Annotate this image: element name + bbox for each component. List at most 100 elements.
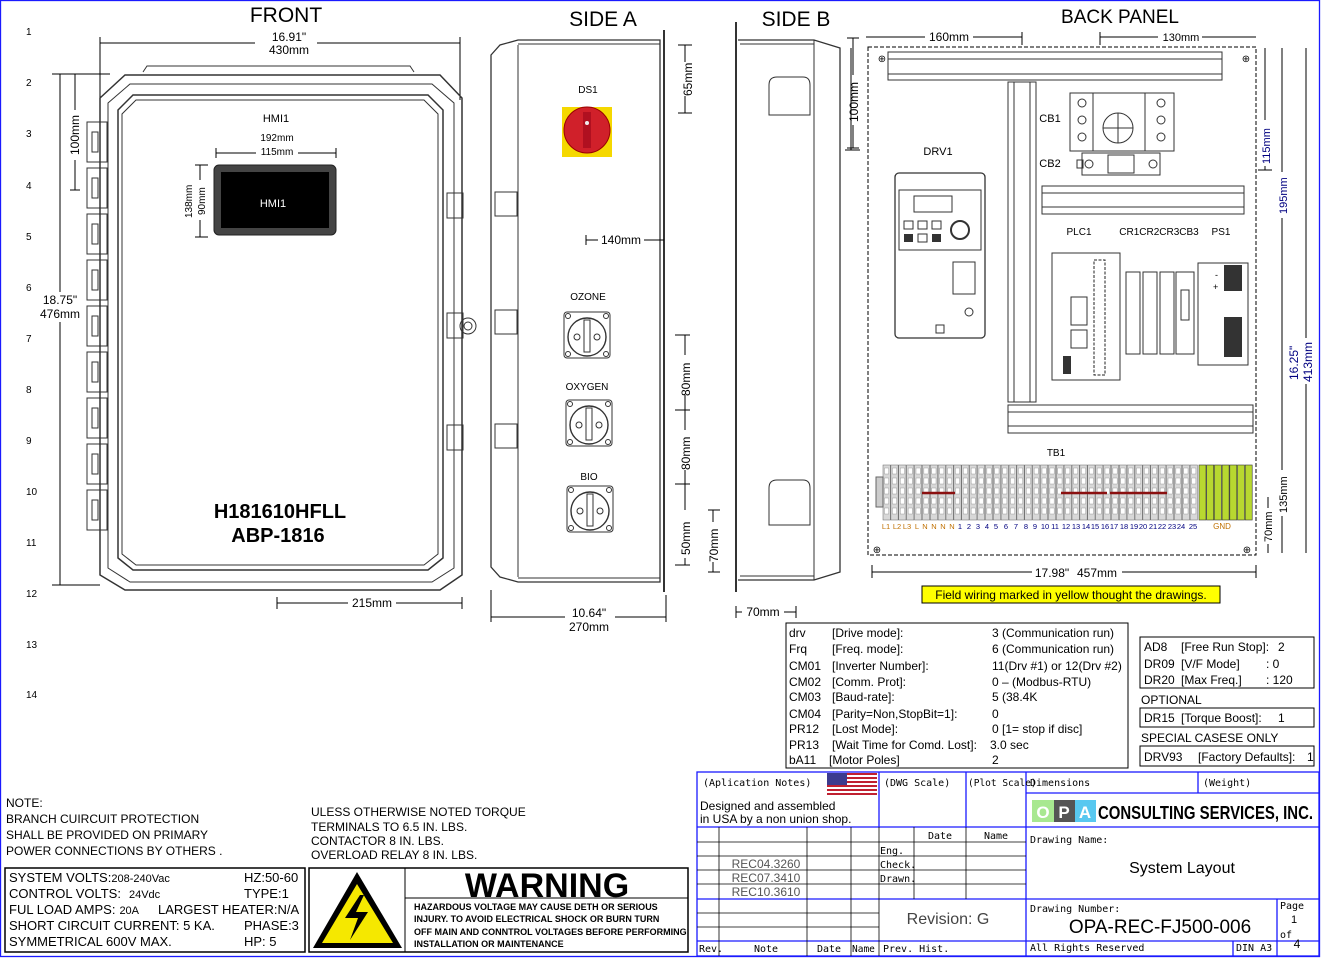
back-width-mm: 457mm [1077,566,1117,580]
param-desc: [Motor Poles] [829,753,900,767]
param-code: Frq [789,642,807,656]
name-column: Name [852,944,875,955]
side-a-width-mm: 270mm [569,620,609,634]
latches [446,192,477,451]
terminal-label: 18 [1120,522,1128,531]
row-number: 8 [26,385,32,396]
power-supply-ps1[interactable]: - + [1197,262,1249,366]
notes: NOTE: BRANCH CUIRCUIT PROTECTION SHALL B… [6,796,526,862]
socket-ozone[interactable] [563,311,611,359]
param-value: 0 – (Modbus-RTU) [992,675,1091,689]
warning-line: HAZARDOUS VOLTAGE MAY CAUSE DETH OR SERI… [414,902,658,912]
warning-line: INJURY. TO AVOID ELECTRICAL SHOCK OR BUR… [414,914,659,924]
weight-label: (Weight) [1203,778,1251,789]
terminal-label: 16 [1101,522,1109,531]
svg-text:FUL LOAD AMPS:20A: FUL LOAD AMPS:20A [9,902,140,917]
wire-duct [1007,81,1037,403]
terminal-label: N [922,522,927,531]
terminal-block-tb1 [875,464,1253,521]
part-number: ABP-1816 [231,525,324,547]
ozone-label: OZONE [570,292,606,303]
front-width-mm: 430mm [269,43,309,57]
warning-title: WARNING [465,867,629,905]
param-desc: [Factory Defaults]: [1198,750,1295,764]
param-value: 5 (38.4K [992,690,1037,704]
row-number: 6 [26,283,32,294]
relays-cr1-cr2-cr3-cb3[interactable] [1125,271,1195,355]
socket-bio[interactable] [566,485,614,533]
side-b-view: SIDE B 100mm 70mm 70mm [706,8,861,619]
drive-drv1[interactable] [894,172,986,339]
plc-plc1[interactable] [1051,252,1121,381]
cb1-label: CB1 [1039,113,1060,125]
dimensions-label: Dimensions [1030,778,1090,789]
hinge [86,213,108,255]
param-code: drv [789,626,806,640]
disconnect-switch-ds1[interactable] [562,106,612,157]
terminal-label: L3 [903,522,911,531]
circuit-breaker-cb2[interactable] [1076,152,1161,176]
hinge [86,259,108,301]
warning-line: OFF MAIN AND CONNTROL VOLTAGES BEFORE PE… [414,927,687,937]
terminal-label: 3 [976,522,980,531]
model-number: H181610HFLL [214,501,346,523]
terminal-label: N [940,522,945,531]
socket-oxygen[interactable] [565,399,613,447]
param-value: 1 [1278,711,1285,725]
param-desc: [Baud-rate]: [832,690,895,704]
row-number: 9 [26,436,32,447]
hinge [86,443,108,485]
hinge [86,167,108,209]
back-panel-view: BACK PANEL 160mm 130mm ⊕ ⊕ ⊕ ⊕ CB1 CB2 [845,7,1316,604]
torque-line: ULESS OTHERWISE NOTED TORQUE [311,805,526,819]
side-a-width-in: 10.64" [572,606,606,620]
drawing-name-label: Drawing Name: [1030,835,1108,846]
row-number: 1 [26,27,32,38]
back-dim-70: 70mm [1263,511,1275,542]
side-b-dim-100: 100mm [847,82,861,122]
terminal-label: 19 [1130,522,1138,531]
hmi-screen [221,172,329,228]
row-number: 3 [26,129,32,140]
row-number: 14 [26,690,38,701]
param-desc: [Drive mode]: [832,626,903,640]
system-volts-label: SYSTEM VOLTS: [9,870,111,885]
row-number: 5 [26,232,32,243]
drawing-name: System Layout [1129,860,1235,877]
param-value: 0 [992,707,999,721]
back-height-in: 16.25" [1287,346,1301,380]
side-b-title: SIDE B [762,8,831,31]
terminal-label: 22 [1158,522,1166,531]
terminal-label: 25 [1189,522,1197,531]
front-view: FRONT 16.91" 430mm 100mm 18.75" 476mm HM… [38,4,477,610]
din-rail [887,51,1223,81]
hz-rating: HZ:50-60 [244,870,298,885]
hmi-label: HMI1 [263,113,289,125]
param-code: PR12 [789,722,819,736]
side-b-dim-70h: 70mm [746,605,779,619]
param-code: CM03 [789,690,821,704]
short-circuit-current: SHORT CIRCUIT CURRENT: 5 KA. [9,918,215,933]
back-width-in: 17.98" [1035,566,1069,580]
hmi-height-outer: 138mm [184,185,195,218]
side-a-dim-140: 140mm [601,233,641,247]
terminal-label: 2 [967,522,971,531]
param-desc: [Inverter Number]: [832,659,929,673]
back-dim-115: 115mm [1261,128,1273,164]
side-a-dim-50: 50mm [679,522,693,555]
field-wiring-note: Field wiring marked in yellow thought th… [935,588,1206,602]
hinge [86,121,108,163]
mount-screw-icon: ⊕ [1243,545,1251,556]
knockout-bottom [768,479,811,526]
front-height-in: 18.75" [43,293,77,307]
terminal-label: 6 [1004,522,1008,531]
torque-line: CONTACTOR 8 IN. LBS. [311,834,444,848]
circuit-breaker-cb1[interactable] [1069,92,1175,152]
made-in-usa-line1: Designed and assembled [700,799,835,813]
param-value: 1 [1307,750,1314,764]
svg-text:SYSTEM VOLTS:208-240Vac: SYSTEM VOLTS:208-240Vac [9,870,170,885]
row-number: 4 [26,181,32,192]
row-number: 7 [26,334,32,345]
terminal-label: 11 [1051,522,1059,531]
